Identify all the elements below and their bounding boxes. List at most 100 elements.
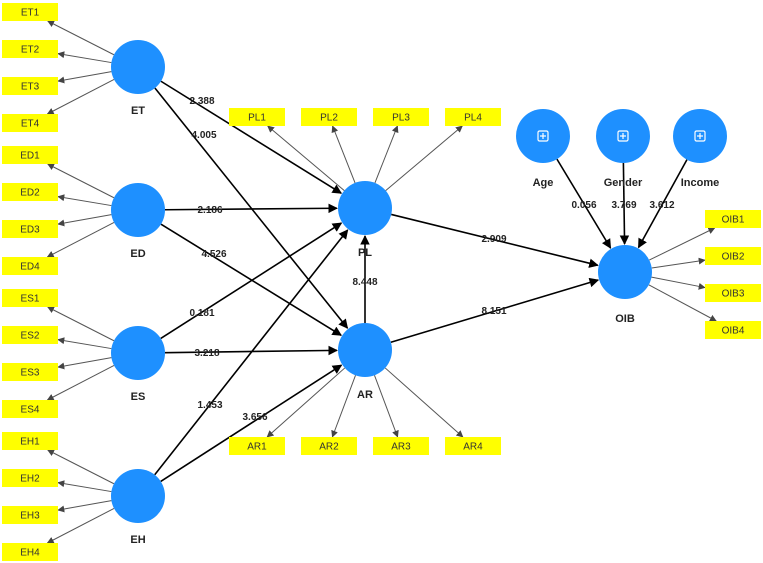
indicator-et2[interactable]: ET2 [2,40,58,58]
construct-circle [111,40,165,94]
indicator-label: ET4 [21,119,40,130]
indicator-et3[interactable]: ET3 [2,77,58,95]
indicator-box [301,108,357,126]
indicator-oib1[interactable]: OIB1 [705,210,761,228]
loading-edge-pl1 [267,125,345,191]
indicator-pl4[interactable]: PL4 [445,108,501,126]
construct-ed[interactable]: ED [111,183,165,260]
indicator-eh4[interactable]: EH4 [2,543,58,561]
indicator-ar3[interactable]: AR3 [373,437,429,455]
indicator-box [2,40,58,58]
indicator-es1[interactable]: ES1 [2,289,58,307]
loading-edge-ed4 [46,221,115,258]
construct-circle [338,181,392,235]
indicator-et4[interactable]: ET4 [2,114,58,132]
construct-age[interactable]: Age [516,109,570,189]
coef-et-pl: 2.388 [189,96,214,107]
indicator-es3[interactable]: ES3 [2,363,58,381]
indicator-ed4[interactable]: ED4 [2,257,58,275]
indicator-label: OIB2 [722,252,745,263]
indicator-box [2,400,58,418]
coef-age-oib: 0.056 [571,200,596,211]
indicator-eh3[interactable]: EH3 [2,506,58,524]
indicator-box [2,114,58,132]
indicator-et1[interactable]: ET1 [2,3,58,21]
indicator-label: ET2 [21,45,40,56]
construct-gender[interactable]: Gender [596,109,650,189]
construct-eh[interactable]: EH [111,469,165,546]
path-edge-ar-oib [390,277,600,344]
indicator-oib2[interactable]: OIB2 [705,247,761,265]
construct-circle [598,245,652,299]
loading-edge-ar3 [374,375,399,438]
indicator-ed2[interactable]: ED2 [2,183,58,201]
loading-edge-eh2 [57,480,112,493]
indicator-label: AR3 [391,442,411,453]
indicator-box [2,146,58,164]
loading-edge-oib3 [651,276,706,290]
construct-label: ED [130,248,145,260]
construct-pl[interactable]: PL [338,181,392,259]
path-edge-pl-oib [391,213,599,268]
construct-label: EH [130,534,145,546]
loading-edge-et2 [57,51,112,64]
loading-edge-oib4 [648,284,717,322]
indicator-label: ES2 [21,331,40,342]
indicator-label: AR4 [463,442,483,453]
indicator-box [2,3,58,21]
indicator-box [2,77,58,95]
indicator-box [2,220,58,238]
construct-oib[interactable]: OIB [598,245,652,325]
path-edge-gender-oib [619,162,630,245]
plus-box-icon [617,130,629,142]
indicator-es2[interactable]: ES2 [2,326,58,344]
indicator-pl2[interactable]: PL2 [301,108,357,126]
construct-es[interactable]: ES [111,326,165,403]
indicator-eh1[interactable]: EH1 [2,432,58,450]
loading-edge-es2 [57,337,112,350]
loading-edge-oib1 [649,227,716,261]
indicator-label: AR1 [247,442,267,453]
indicator-box [301,437,357,455]
coef-eh-ar: 3.656 [242,412,267,423]
loading-edge-et3 [57,71,112,84]
coef-eh-pl: 1.453 [197,400,222,411]
indicator-box [2,257,58,275]
loading-edge-ed3 [57,214,112,227]
indicator-oib4[interactable]: OIB4 [705,321,761,339]
construct-nodes: ET ED ES EH PL AR OIB Age Gender Income [111,40,727,546]
path-edge-es-pl [160,222,343,340]
indicator-label: ED4 [20,262,40,273]
indicator-ar2[interactable]: AR2 [301,437,357,455]
indicator-pl3[interactable]: PL3 [373,108,429,126]
indicator-pl1[interactable]: PL1 [229,108,285,126]
loading-edge-et4 [46,78,115,115]
indicator-box [2,326,58,344]
indicator-oib3[interactable]: OIB3 [705,284,761,302]
loading-edge-oib2 [651,257,706,269]
indicator-box [229,108,285,126]
construct-income[interactable]: Income [673,109,727,189]
indicator-label: ED3 [20,225,40,236]
indicator-label: PL2 [320,113,338,124]
coef-ar-oib: 8.151 [481,306,506,317]
indicator-box [229,437,285,455]
construct-et[interactable]: ET [111,40,165,117]
indicator-boxes: ET1ET2ET3ET4ED1ED2ED3ED4ES1ES2ES3ES4EH1E… [2,3,761,561]
plus-box-icon [537,130,549,142]
path-edge-et-pl [160,80,343,194]
indicator-ar1[interactable]: AR1 [229,437,285,455]
indicator-es4[interactable]: ES4 [2,400,58,418]
loading-edge-ar1 [266,367,346,438]
indicator-eh2[interactable]: EH2 [2,469,58,487]
indicator-label: ES3 [21,368,40,379]
path-edge-eh-pl [154,229,349,476]
indicator-label: EH4 [20,548,40,559]
indicator-ed1[interactable]: ED1 [2,146,58,164]
indicator-label: PL4 [464,113,482,124]
indicator-label: ES4 [21,405,40,416]
loading-edge-ed1 [47,163,115,199]
indicator-ed3[interactable]: ED3 [2,220,58,238]
construct-ar[interactable]: AR [338,323,392,401]
indicator-ar4[interactable]: AR4 [445,437,501,455]
